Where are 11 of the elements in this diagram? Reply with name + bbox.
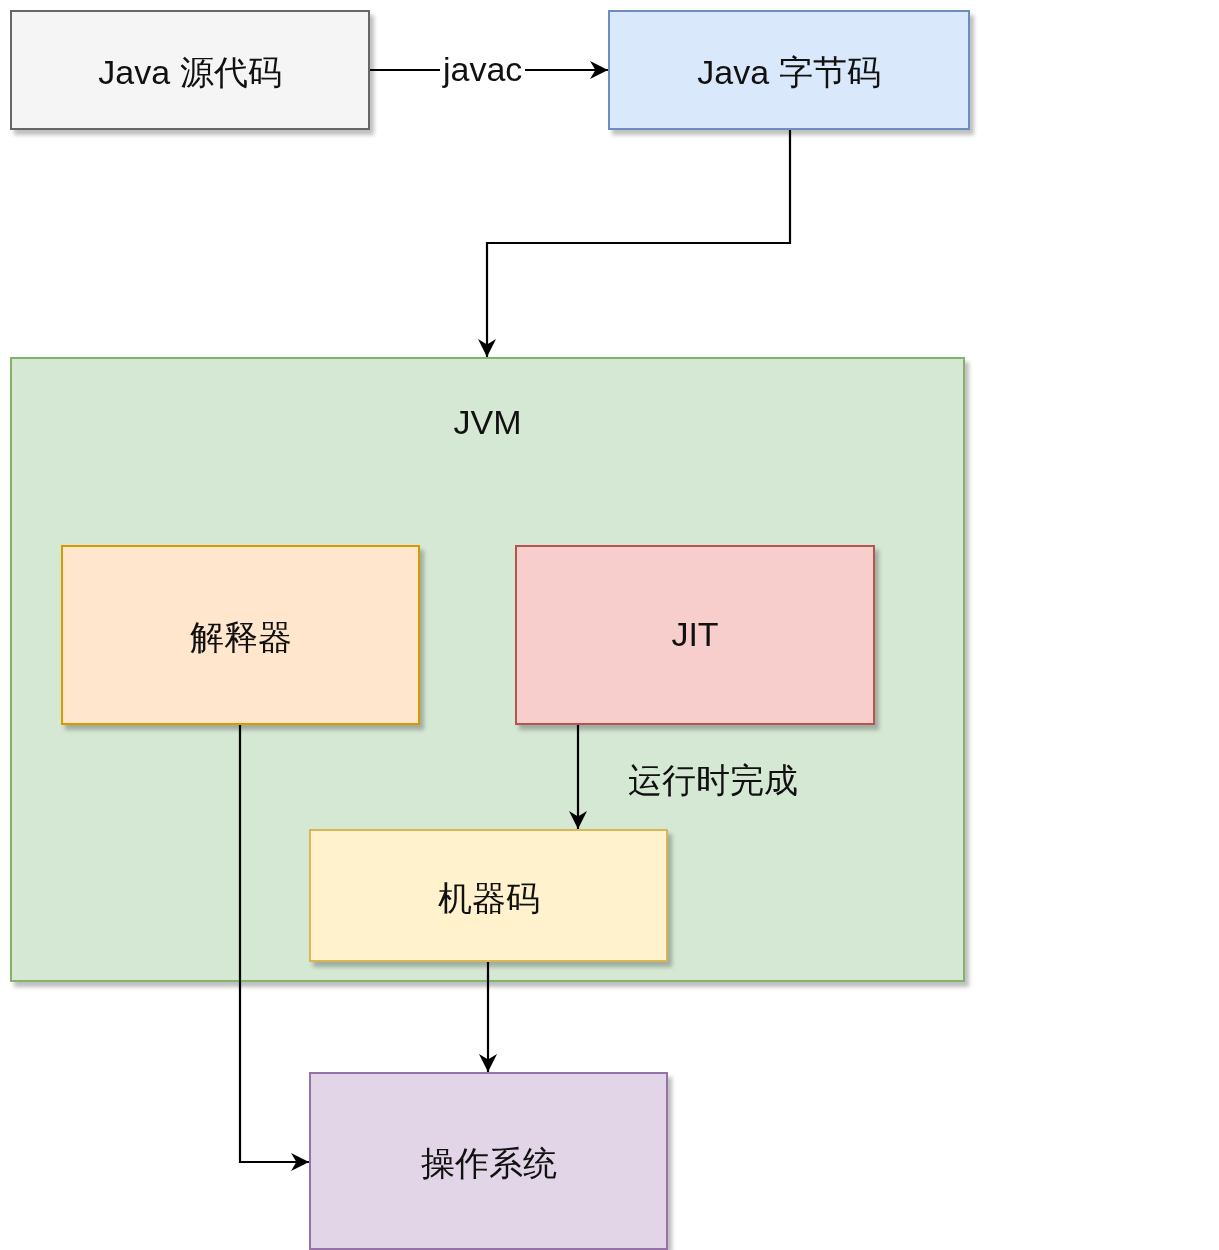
process-box: JIT [515, 545, 875, 725]
process-box: Java 源代码 [10, 10, 370, 130]
process-box: Java 字节码 [608, 10, 970, 130]
arrow [238, 725, 309, 1171]
arrow [478, 130, 792, 357]
arrow [569, 725, 587, 829]
arrow [479, 962, 497, 1072]
edge-label: 运行时完成 [628, 760, 798, 801]
process-box: 机器码 [309, 829, 668, 962]
process-box: 操作系统 [309, 1072, 668, 1250]
process-box: 解释器 [61, 545, 420, 725]
